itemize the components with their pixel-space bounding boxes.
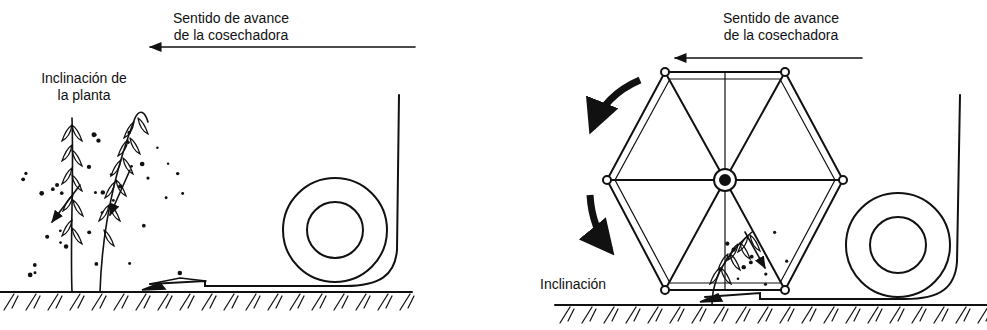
- rotation-arrow: [592, 80, 640, 128]
- label-text: Inclinación de la planta: [32, 70, 136, 104]
- label-text: Sentido de avance de la cosechadora: [163, 10, 299, 44]
- ground-line: [0, 291, 412, 293]
- reel: [603, 68, 847, 294]
- auger: [846, 193, 950, 297]
- label-text: Inclinación: [538, 276, 608, 293]
- direction-arrow: [150, 46, 415, 48]
- auger-core: [307, 202, 363, 258]
- ground-line: [555, 304, 987, 306]
- direction-arrow: [675, 57, 862, 59]
- tilt-arrow: [745, 232, 765, 268]
- label-text: Sentido de avance de la cosechadora: [713, 10, 849, 44]
- header-body: [705, 95, 960, 299]
- grains: [21, 131, 184, 277]
- ground-hatching: [4, 294, 414, 310]
- plant-stem: [71, 118, 72, 292]
- plant-stem: [712, 232, 752, 305]
- plant-stem: [100, 112, 148, 292]
- tilt-arrow: [52, 185, 80, 222]
- plant-leaves: [710, 235, 760, 284]
- ground-hatching: [560, 307, 987, 323]
- knife: [700, 294, 722, 302]
- tilt-arrow: [110, 170, 130, 215]
- auger-core: [870, 217, 926, 273]
- header-body: [150, 95, 399, 286]
- rotation-arrow: [590, 195, 610, 250]
- auger: [283, 178, 387, 282]
- grains: [725, 231, 788, 286]
- plant-leaves: [62, 118, 148, 246]
- knife: [142, 283, 165, 290]
